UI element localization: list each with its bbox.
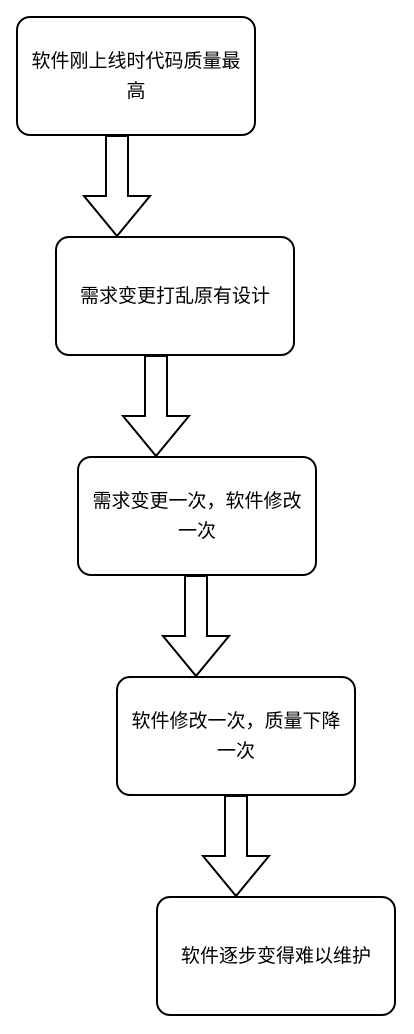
node-label: 软件修改一次，质量下降一次 bbox=[131, 710, 341, 762]
flow-node-launch-quality: 软件刚上线时代码质量最高 bbox=[16, 16, 256, 136]
node-label: 软件刚上线时代码质量最高 bbox=[31, 50, 241, 102]
arrow-n1-to-n2 bbox=[81, 135, 153, 238]
arrow-n4-to-n5 bbox=[200, 795, 272, 898]
flow-node-hard-to-maintain: 软件逐步变得难以维护 bbox=[156, 896, 396, 1016]
node-label: 需求变更一次，软件修改一次 bbox=[92, 490, 302, 542]
arrow-n2-to-n3 bbox=[120, 355, 192, 458]
flow-node-requirement-change: 需求变更打乱原有设计 bbox=[55, 236, 295, 356]
node-label: 需求变更打乱原有设计 bbox=[79, 285, 270, 307]
flow-node-change-modify: 需求变更一次，软件修改一次 bbox=[77, 456, 317, 576]
arrow-n3-to-n4 bbox=[160, 575, 232, 678]
node-label: 软件逐步变得难以维护 bbox=[180, 945, 371, 967]
flow-node-quality-drop: 软件修改一次，质量下降一次 bbox=[116, 676, 356, 796]
